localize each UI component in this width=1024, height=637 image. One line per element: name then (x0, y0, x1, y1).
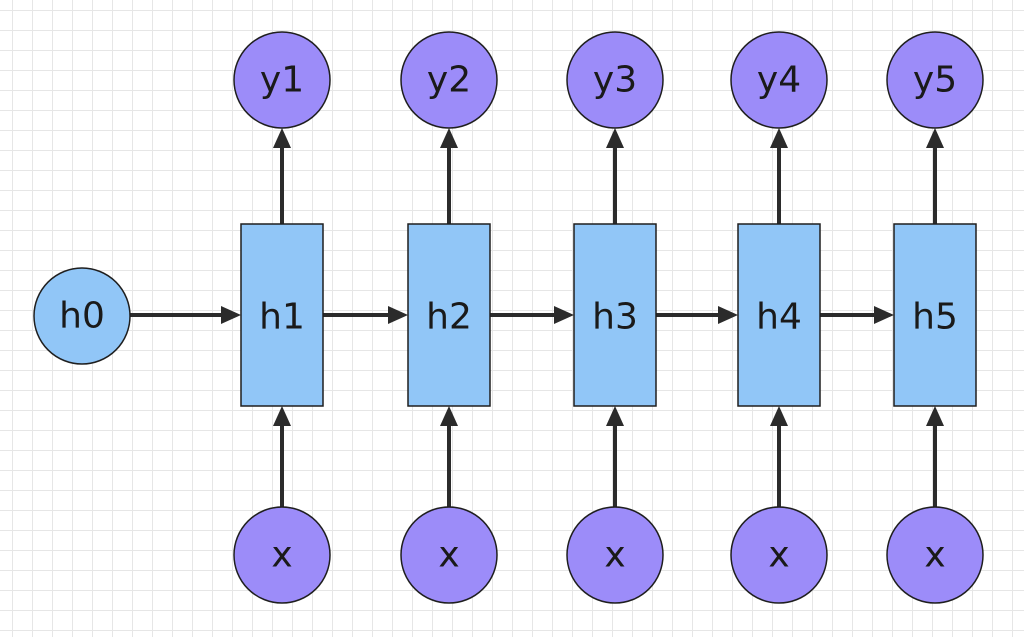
input-node-4: x (730, 506, 828, 604)
output-node-y3: y3 (566, 31, 664, 129)
output-circle (233, 31, 331, 129)
hidden-state-box (573, 223, 657, 407)
arrowhead (606, 406, 624, 426)
edge-x-h3 (606, 406, 624, 507)
output-node-y4: y4 (730, 31, 828, 129)
edge-h1-y1 (273, 128, 291, 224)
output-label: y1 (260, 60, 304, 101)
edge-h3-y3 (606, 128, 624, 224)
input-node-3: x (566, 506, 664, 604)
input-label: x (768, 535, 789, 576)
arrowhead (770, 128, 788, 148)
arrowhead (554, 306, 574, 324)
arrowhead (440, 406, 458, 426)
input-circle (233, 506, 331, 604)
input-node-2: x (400, 506, 498, 604)
output-label: y4 (757, 60, 801, 101)
edge-h5-y5 (926, 128, 944, 224)
output-circle (400, 31, 498, 129)
hidden-state-h2: h2 (407, 223, 491, 407)
input-circle (730, 506, 828, 604)
arrowhead (926, 128, 944, 148)
hidden-state-box (893, 223, 977, 407)
arrowhead (926, 406, 944, 426)
edge-h1-h2 (323, 306, 408, 324)
edge-h4-h5 (820, 306, 894, 324)
hidden-state-box (737, 223, 821, 407)
input-circle (400, 506, 498, 604)
output-label: y2 (427, 60, 471, 101)
arrowhead (388, 306, 408, 324)
hidden-state-label: h3 (592, 297, 638, 338)
edge-h0-h1 (130, 306, 241, 324)
hidden-state-label: h1 (259, 297, 305, 338)
input-node-5: x (886, 506, 984, 604)
arrowhead (874, 306, 894, 324)
edges-layer (130, 128, 944, 507)
hidden-state-box (240, 223, 324, 407)
input-label: x (271, 535, 292, 576)
hidden-state-label: h5 (912, 297, 958, 338)
arrowhead (440, 128, 458, 148)
input-label: x (604, 535, 625, 576)
output-circle (730, 31, 828, 129)
edge-h2-y2 (440, 128, 458, 224)
input-node-1: x (233, 506, 331, 604)
arrowhead (221, 306, 241, 324)
hidden-state-label: h4 (756, 297, 802, 338)
arrowhead (718, 306, 738, 324)
input-circle (886, 506, 984, 604)
arrowhead (606, 128, 624, 148)
output-label: y3 (593, 60, 637, 101)
nodes-layer: h0 h1 y1 x h2 y2 x h3 y3 x h4 y4 x h5 y5 x (33, 31, 984, 604)
arrowhead (273, 128, 291, 148)
edge-x-h4 (770, 406, 788, 507)
initial-state-label: h0 (59, 296, 105, 337)
hidden-state-h4: h4 (737, 223, 821, 407)
edge-x-h5 (926, 406, 944, 507)
output-node-y5: y5 (886, 31, 984, 129)
output-circle (566, 31, 664, 129)
hidden-state-h5: h5 (893, 223, 977, 407)
output-label: y5 (913, 60, 957, 101)
edge-h3-h4 (656, 306, 738, 324)
output-circle (886, 31, 984, 129)
hidden-state-label: h2 (426, 297, 472, 338)
arrowhead (273, 406, 291, 426)
initial-state-circle (33, 267, 131, 365)
hidden-state-h3: h3 (573, 223, 657, 407)
input-label: x (924, 535, 945, 576)
input-label: x (438, 535, 459, 576)
edge-h4-y4 (770, 128, 788, 224)
edge-x-h2 (440, 406, 458, 507)
hidden-state-box (407, 223, 491, 407)
hidden-state-h1: h1 (240, 223, 324, 407)
node-h0: h0 (33, 267, 131, 365)
edge-x-h1 (273, 406, 291, 507)
input-circle (566, 506, 664, 604)
edge-h2-h3 (490, 306, 574, 324)
output-node-y1: y1 (233, 31, 331, 129)
arrowhead (770, 406, 788, 426)
output-node-y2: y2 (400, 31, 498, 129)
